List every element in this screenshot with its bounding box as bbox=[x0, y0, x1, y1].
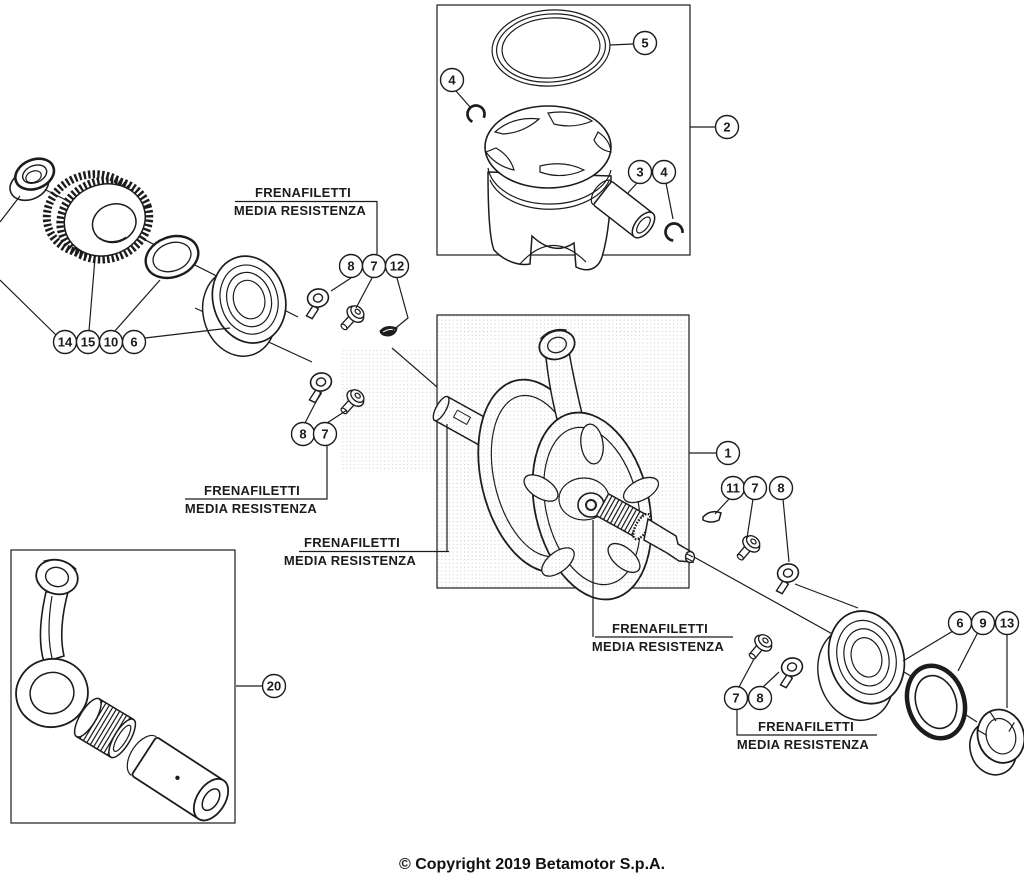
note-line1: FRENAFILETTI bbox=[255, 185, 351, 200]
shim-ring-10 bbox=[144, 234, 200, 280]
svg-text:6: 6 bbox=[130, 335, 137, 350]
note-line1: FRENAFILETTI bbox=[304, 535, 400, 550]
svg-text:8: 8 bbox=[777, 481, 784, 496]
svg-text:20: 20 bbox=[267, 679, 281, 694]
oil-seal-9 bbox=[904, 663, 968, 741]
callout-shim-10: 10 bbox=[98, 329, 124, 355]
needle-cage-bearing bbox=[73, 697, 137, 759]
crank-pin bbox=[126, 734, 230, 822]
flange-bolt-icon bbox=[334, 301, 369, 336]
svg-text:4: 4 bbox=[660, 165, 668, 180]
conrod-kit-box bbox=[10, 549, 236, 824]
main-bearing-right-6 bbox=[817, 610, 906, 722]
svg-text:2: 2 bbox=[723, 120, 730, 135]
callout-circlip-top: 4 bbox=[439, 67, 465, 93]
svg-text:13: 13 bbox=[1000, 616, 1014, 631]
copyright-line: © Copyright 2019 Betamotor S.p.A. bbox=[399, 856, 665, 873]
crank-nut-13 bbox=[969, 708, 1024, 776]
connecting-rod bbox=[15, 558, 89, 729]
svg-text:7: 7 bbox=[732, 691, 739, 706]
callout-washer-mid: 8 bbox=[290, 421, 316, 447]
callout-piston-ring: 5 bbox=[632, 30, 658, 56]
svg-text:6: 6 bbox=[956, 616, 963, 631]
halftone-watermark bbox=[340, 350, 437, 472]
svg-text:1: 1 bbox=[724, 446, 731, 461]
main-bearing-left-6 bbox=[201, 255, 287, 357]
halftone-watermark bbox=[437, 316, 688, 587]
note-line2: MEDIA RESISTENZA bbox=[234, 203, 366, 218]
svg-text:5: 5 bbox=[641, 36, 648, 51]
lock-washer-icon bbox=[303, 370, 337, 405]
spacer-bushing-14 bbox=[9, 157, 56, 202]
svg-text:3: 3 bbox=[636, 165, 643, 180]
callout-bolt-mid: 7 bbox=[312, 421, 338, 447]
primary-gear-15 bbox=[42, 170, 154, 264]
svg-text:10: 10 bbox=[104, 335, 118, 350]
lock-washer-icon bbox=[770, 561, 804, 596]
svg-text:15: 15 bbox=[81, 335, 95, 350]
threadlock-note-mid-bottom: FRENAFILETTI MEDIA RESISTENZA bbox=[592, 520, 733, 654]
callout-gear-15: 15 bbox=[75, 329, 101, 355]
callout-bearing-right: 6 bbox=[947, 610, 973, 636]
lock-washer-icon bbox=[774, 655, 808, 690]
svg-text:7: 7 bbox=[370, 259, 377, 274]
svg-text:9: 9 bbox=[979, 616, 986, 631]
flange-bolt-icon bbox=[743, 630, 777, 665]
callout-bolt-right: 7 bbox=[742, 475, 768, 501]
callout-seal-9: 9 bbox=[970, 610, 996, 636]
callout-piston-kit: 2 bbox=[714, 114, 740, 140]
piston bbox=[484, 105, 612, 271]
threadlock-note-top: FRENAFILETTI MEDIA RESISTENZA bbox=[234, 185, 378, 254]
svg-text:7: 7 bbox=[321, 427, 328, 442]
leader-lines bbox=[0, 43, 1008, 708]
circlip-icon bbox=[463, 101, 489, 127]
svg-text:12: 12 bbox=[390, 259, 404, 274]
piston-assembly-box bbox=[436, 4, 691, 256]
callout-washer-right: 8 bbox=[768, 475, 794, 501]
note-line1: FRENAFILETTI bbox=[612, 621, 708, 636]
note-line2: MEDIA RESISTENZA bbox=[737, 737, 869, 752]
svg-text:4: 4 bbox=[448, 73, 456, 88]
callout-piston-pin: 3 bbox=[627, 159, 653, 185]
callout-key-11: 11 bbox=[720, 475, 746, 501]
callout-crankshaft: 1 bbox=[715, 440, 741, 466]
svg-text:8: 8 bbox=[299, 427, 306, 442]
note-line1: FRENAFILETTI bbox=[758, 719, 854, 734]
callout-bearing-left: 6 bbox=[121, 329, 147, 355]
note-line2: MEDIA RESISTENZA bbox=[592, 639, 724, 654]
svg-text:14: 14 bbox=[58, 335, 73, 350]
callout-nut-13: 13 bbox=[994, 610, 1020, 636]
callouts: 5 4 2 3 4 14 15 10 6 8 7 12 8 7 1 11 7 8… bbox=[52, 30, 1020, 711]
circlip-icon bbox=[663, 221, 685, 243]
dowel-pin-12 bbox=[379, 326, 398, 337]
note-line2: MEDIA RESISTENZA bbox=[284, 553, 416, 568]
note-line1: FRENAFILETTI bbox=[204, 483, 300, 498]
callout-bolt-low: 7 bbox=[723, 685, 749, 711]
callout-pin-12: 12 bbox=[384, 253, 410, 279]
piston-ring bbox=[491, 9, 611, 87]
threadlock-note-bottom-right: FRENAFILETTI MEDIA RESISTENZA bbox=[736, 709, 877, 752]
svg-text:8: 8 bbox=[347, 259, 354, 274]
callout-bearing-14: 14 bbox=[52, 329, 78, 355]
callout-circlip-side: 4 bbox=[651, 159, 677, 185]
woodruff-key-11 bbox=[702, 510, 722, 523]
callout-bolt-top: 7 bbox=[361, 253, 387, 279]
callout-washer-top: 8 bbox=[338, 253, 364, 279]
svg-text:11: 11 bbox=[726, 481, 740, 496]
note-line2: MEDIA RESISTENZA bbox=[185, 501, 317, 516]
callout-washer-low: 8 bbox=[747, 685, 773, 711]
threadlock-note-center: FRENAFILETTI MEDIA RESISTENZA bbox=[284, 424, 449, 568]
svg-text:7: 7 bbox=[751, 481, 758, 496]
callout-conrod-kit: 20 bbox=[261, 673, 287, 699]
svg-text:8: 8 bbox=[756, 691, 763, 706]
piston-pin bbox=[590, 179, 656, 239]
lock-washer-icon bbox=[300, 286, 334, 321]
threadlock-note-left: FRENAFILETTI MEDIA RESISTENZA bbox=[185, 446, 328, 516]
